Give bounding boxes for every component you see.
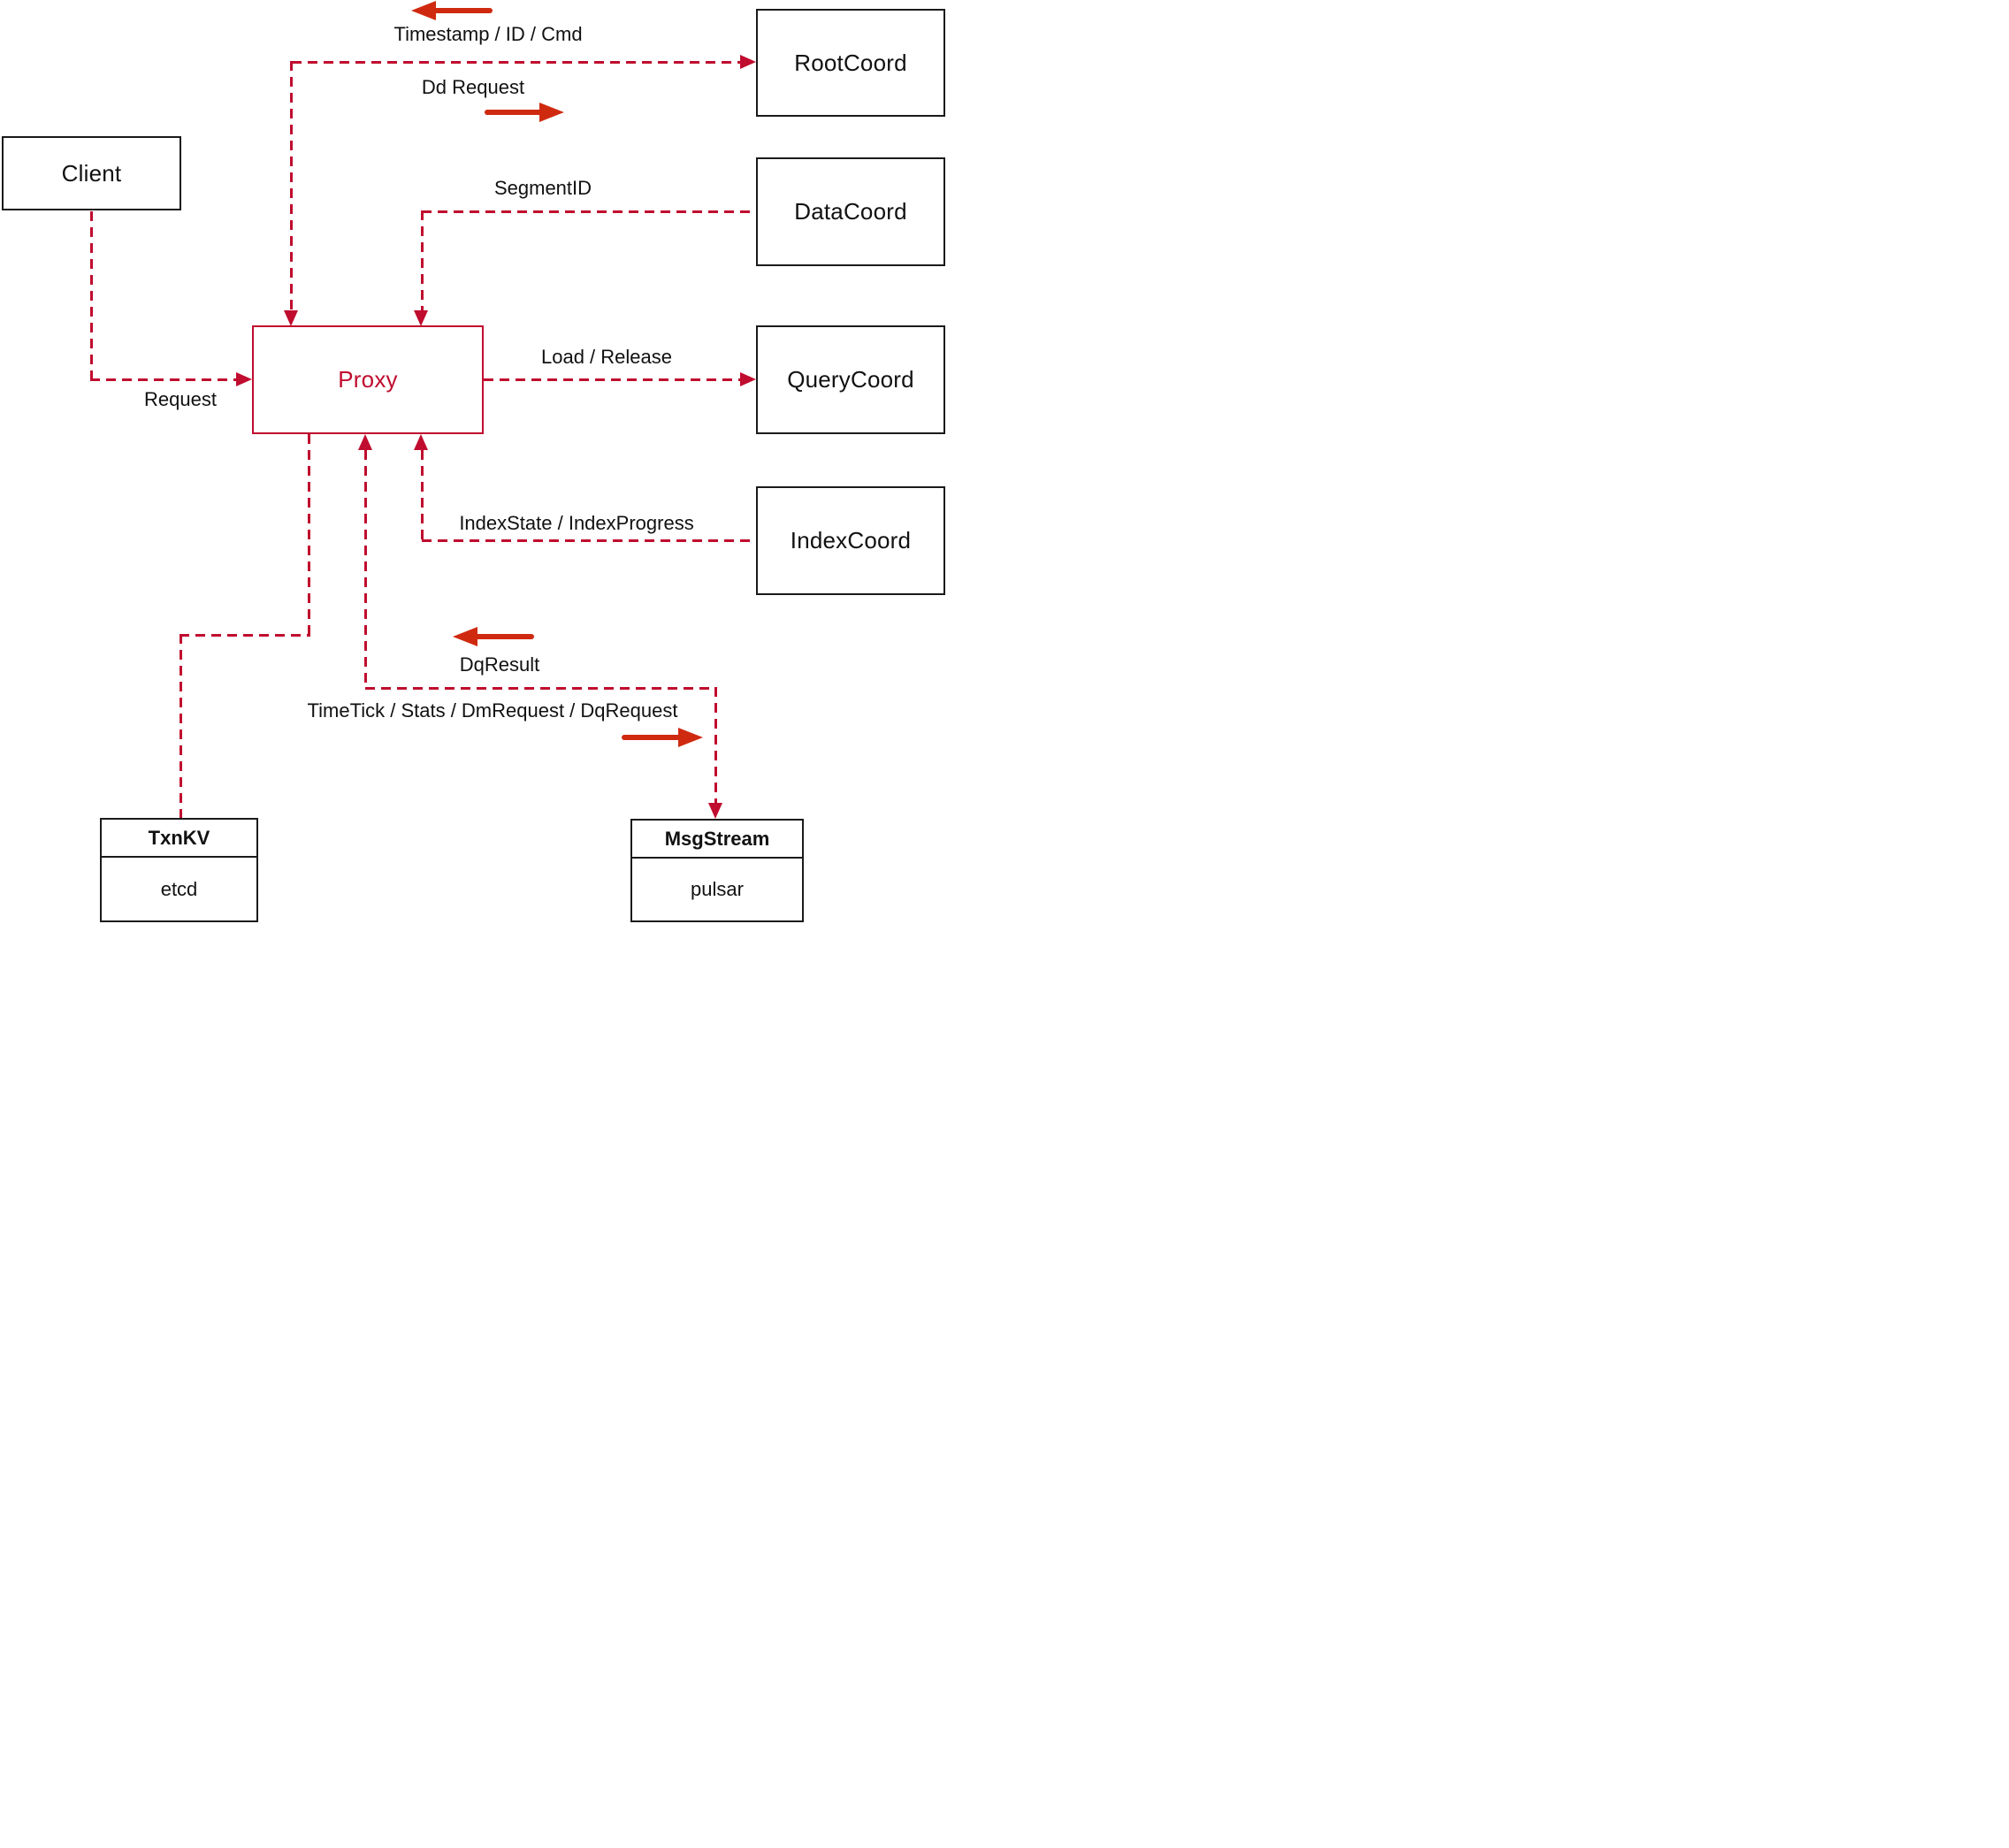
rootcoord-box: RootCoord [756,9,945,117]
txnkv-box: TxnKV etcd [100,818,258,922]
querycoord-box: QueryCoord [756,325,945,434]
txnkv-title: TxnKV [102,820,256,858]
datacoord-box: DataCoord [756,157,945,266]
msgstream-impl: pulsar [691,878,744,900]
arrowhead-into-proxy-bottom-right-icon [414,434,428,450]
flow-arrow-left-dqresult-bar [472,634,534,639]
client-label: Client [61,159,122,187]
label-segment-id: SegmentID [493,177,592,199]
edge-datacoord-proxy-vertical [421,210,424,311]
proxy-label: Proxy [338,366,398,393]
arrowhead-into-proxy-top-right-icon [414,310,428,326]
arrowhead-into-proxy-left-icon [236,372,252,386]
arrowhead-into-proxy-top-left-icon [284,310,298,326]
label-index-state: IndexState / IndexProgress [459,512,694,534]
flow-arrow-left-timestamp-head [411,1,436,20]
flow-arrow-right-dd-request-icon [485,103,564,122]
edge-proxy-txnkv-vertical-lower [180,634,182,818]
client-box: Client [2,136,181,210]
rootcoord-label: RootCoord [794,49,907,76]
flow-arrow-left-timestamp-icon [411,1,493,20]
edge-proxy-msgstream-horizontal [365,687,716,690]
flow-arrow-right-timetick-head [678,728,703,747]
label-timestamp-id-cmd: Timestamp / ID / Cmd [393,23,583,45]
edge-proxy-txnkv-horizontal [180,634,310,637]
edge-indexcoord-proxy-vertical [421,450,424,540]
arrowhead-into-querycoord-icon [740,372,756,386]
flow-arrow-left-dqresult-head [453,627,477,646]
edge-indexcoord-proxy-horizontal [422,539,756,542]
flow-arrow-right-timetick-icon [622,728,703,747]
msgstream-title: MsgStream [632,821,802,859]
flow-arrow-left-timestamp-bar [431,8,493,13]
flow-arrow-left-dqresult-icon [453,627,534,646]
txnkv-impl: etcd [160,877,198,900]
querycoord-label: QueryCoord [787,366,914,393]
flow-arrow-right-timetick-bar [622,735,684,740]
indexcoord-label: IndexCoord [790,527,912,554]
edge-proxy-rootcoord-horizontal [292,61,740,64]
label-load-release: Load / Release [541,346,672,368]
label-request: Request [144,388,217,410]
edge-proxy-rootcoord-vertical [290,61,293,313]
arrowhead-into-rootcoord-icon [740,55,756,69]
label-dd-request: Dd Request [421,76,525,98]
label-time-tick: TimeTick / Stats / DmRequest / DqRequest [307,699,678,722]
flow-arrow-right-dd-request-head [539,103,564,122]
edge-client-proxy-horizontal [90,378,236,381]
datacoord-label: DataCoord [794,198,907,225]
edge-client-proxy-vertical [90,211,93,379]
arrowhead-into-proxy-bottom-middle-icon [358,434,372,450]
edge-proxy-msgstream-vertical-lower [714,687,717,803]
edge-datacoord-proxy-horizontal [422,210,756,213]
arrowhead-into-msgstream-icon [708,803,722,819]
label-dq-result: DqResult [459,653,540,676]
indexcoord-box: IndexCoord [756,486,945,595]
msgstream-box: MsgStream pulsar [630,819,804,922]
edge-proxy-msgstream-vertical-upper [364,450,367,688]
edge-proxy-txnkv-vertical-upper [308,434,310,635]
flow-arrow-right-dd-request-bar [485,110,545,115]
architecture-diagram: Client Proxy RootCoord DataCoord QueryCo… [0,0,1004,924]
proxy-box: Proxy [252,325,484,434]
edge-proxy-querycoord-horizontal [484,378,740,381]
